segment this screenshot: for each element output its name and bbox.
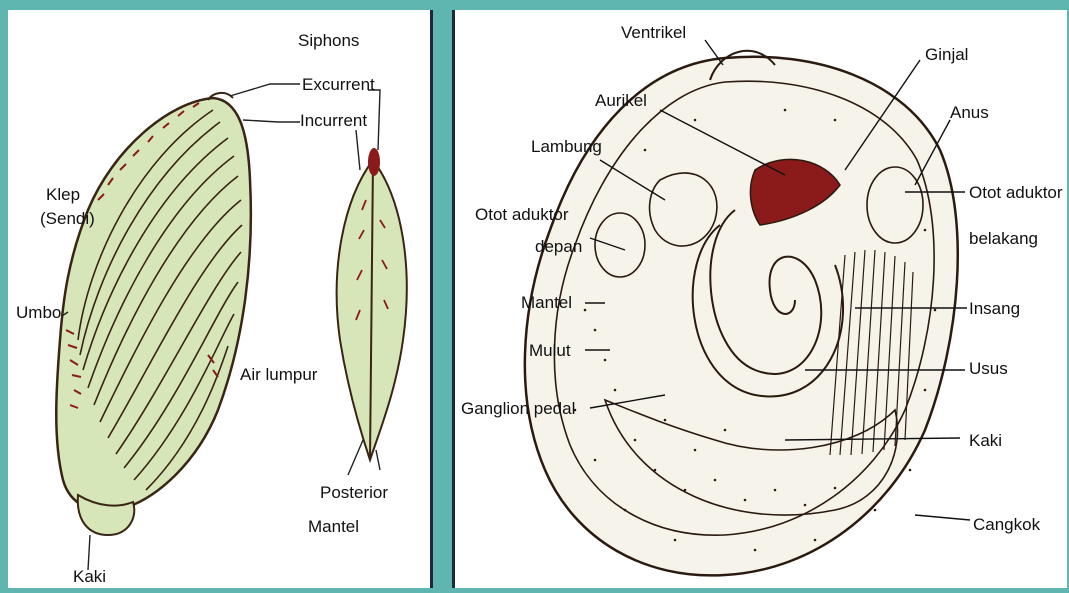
label-insang: Insang xyxy=(969,299,1020,318)
label-mantel: Mantel xyxy=(308,517,359,536)
label-siphons: Siphons xyxy=(298,31,359,50)
label-aurikel: Aurikel xyxy=(595,91,647,110)
label-kaki: Kaki xyxy=(969,431,1002,450)
shell-outline xyxy=(56,98,251,511)
label-depan: depan xyxy=(535,237,582,256)
label-excurrent: Excurrent xyxy=(302,75,375,94)
label-incurrent: Incurrent xyxy=(300,111,367,130)
label-otot-aduktor-belakang: Otot aduktor xyxy=(969,183,1063,202)
label-umbo: Umbo xyxy=(16,303,61,322)
label-posterior: Posterior xyxy=(320,483,388,502)
label-klep: Klep xyxy=(46,185,80,204)
outer-shell xyxy=(525,57,958,576)
label-ginjal: Ginjal xyxy=(925,45,968,64)
label-kaki: Kaki xyxy=(73,567,106,586)
label-ventrikel: Ventrikel xyxy=(621,23,686,42)
label-usus: Usus xyxy=(969,359,1008,378)
label-ganglion-pedal: Ganglion pedal xyxy=(461,399,575,418)
label-lambung: Lambung xyxy=(531,137,602,156)
left-diagram-panel: Siphons Excurrent Incurrent Klep (Sendi)… xyxy=(8,10,433,588)
siphon-opening xyxy=(368,148,380,176)
clam-exterior-diagram: Siphons Excurrent Incurrent Klep (Sendi)… xyxy=(8,10,430,588)
label-mantel: Mantel xyxy=(521,293,572,312)
label-air-lumpur: Air lumpur xyxy=(240,365,318,384)
label-cangkok: Cangkok xyxy=(973,515,1041,534)
label-sendi: (Sendi) xyxy=(40,209,95,228)
right-diagram-panel: Ventrikel Ginjal Aurikel Anus Lambung Ot… xyxy=(452,10,1067,588)
label-anus: Anus xyxy=(950,103,989,122)
label-belakang: belakang xyxy=(969,229,1038,248)
label-mulut: Mulut xyxy=(529,341,571,360)
clam-internal-anatomy-diagram: Ventrikel Ginjal Aurikel Anus Lambung Ot… xyxy=(455,10,1067,588)
label-otot-aduktor-depan: Otot aduktor xyxy=(475,205,569,224)
